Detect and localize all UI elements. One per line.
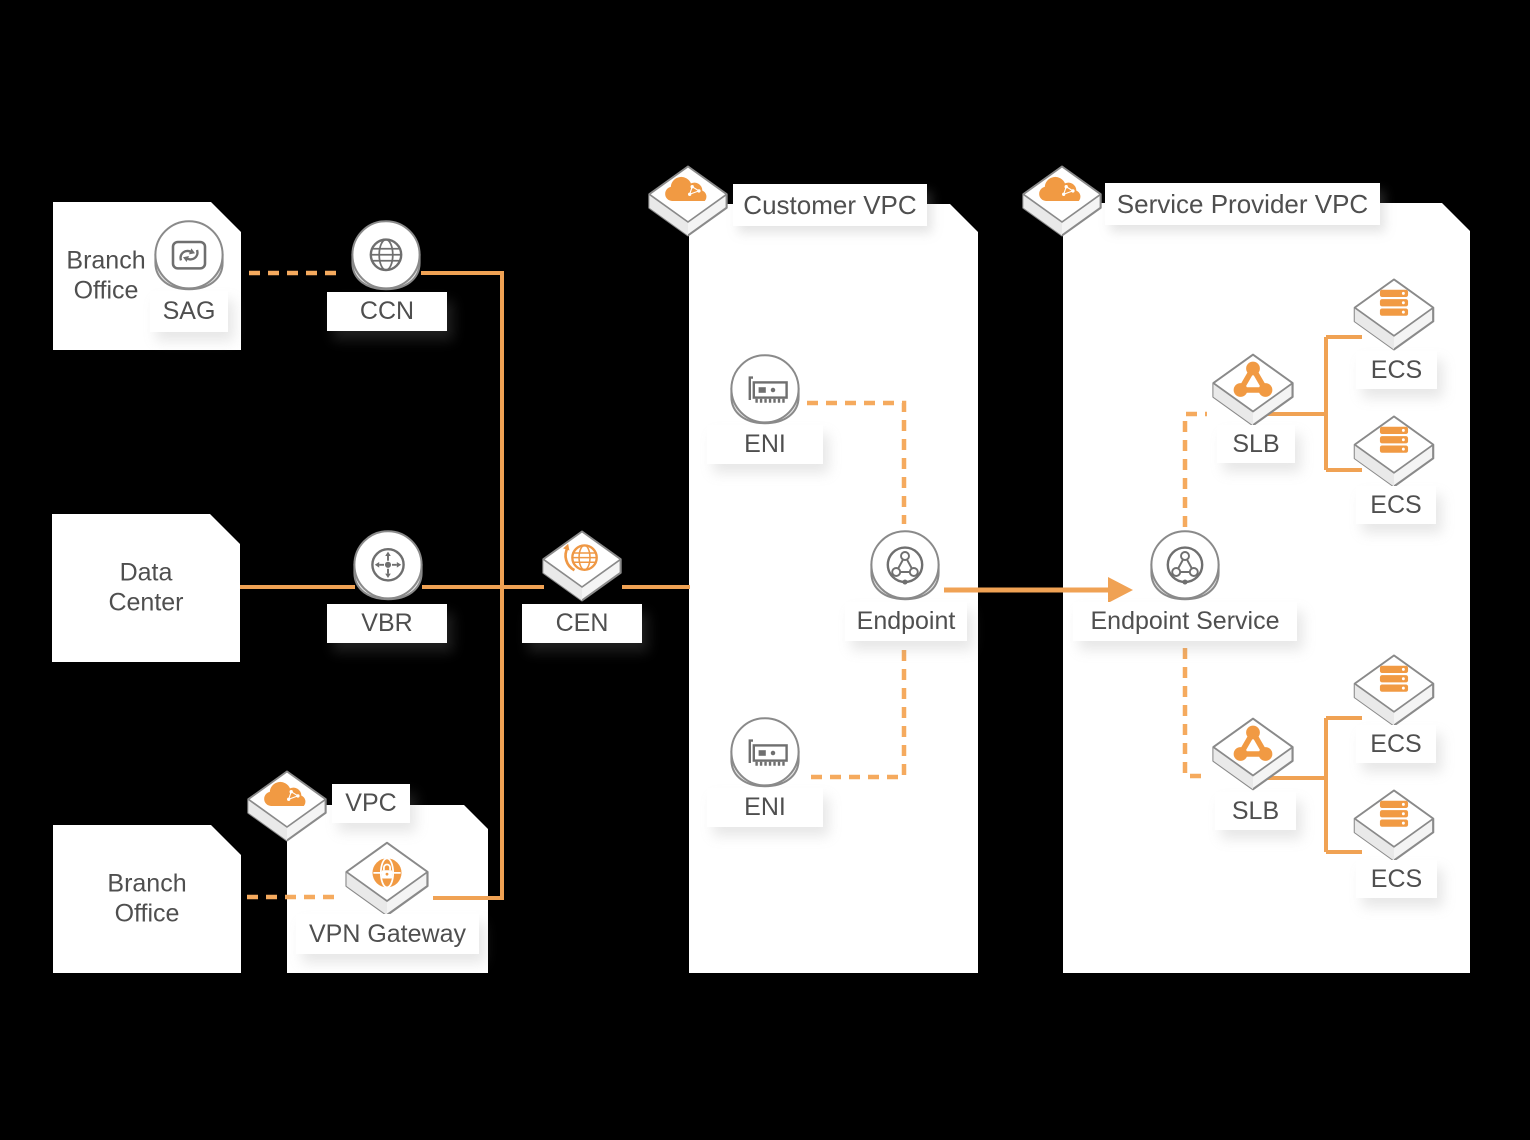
ccn-to-vpngateway-line <box>421 271 504 900</box>
sag-icon <box>154 220 224 291</box>
endpoint-icon <box>870 530 940 601</box>
vpc-small-cloud-cube-icon <box>247 770 327 842</box>
ecs-top-2-cube-icon <box>1353 415 1435 488</box>
service-provider-vpc-title: Service Provider VPC <box>1105 183 1380 225</box>
ecs-bottom-1-label: ECS <box>1356 725 1436 763</box>
eni-top-network-card-icon <box>730 354 800 425</box>
ecs-bottom-1-cube-icon <box>1353 654 1435 727</box>
ecs-bottom-2-label: ECS <box>1356 860 1437 898</box>
ecs-top-1-label: ECS <box>1356 351 1437 389</box>
customer-vpc-cloud-cube-icon <box>648 165 728 237</box>
site-label: Branch Office <box>107 869 187 927</box>
vbr-label: VBR <box>327 604 447 643</box>
ecs-top-1-cube-icon <box>1353 278 1435 351</box>
endpoint-service-icon <box>1150 530 1220 601</box>
ccn-globe-icon <box>351 220 421 291</box>
slb-bottom-cube-icon <box>1212 717 1294 791</box>
site-label: Data Center <box>108 558 184 616</box>
vbr-router-icon <box>353 530 423 601</box>
vpc-small-label: VPC <box>332 784 410 823</box>
site-data-center: Data Center <box>52 514 240 662</box>
eni-top-label: ENI <box>707 425 823 464</box>
eni-bottom-label: ENI <box>707 788 823 827</box>
ecs-top-2-label: ECS <box>1356 486 1436 524</box>
cen-cube-icon <box>542 530 622 602</box>
service-provider-vpc-cloud-cube-icon <box>1022 165 1102 237</box>
endpoint-label: Endpoint <box>845 602 967 641</box>
slb-top-cube-icon <box>1212 353 1294 427</box>
ccn-label: CCN <box>327 292 447 331</box>
cen-label: CEN <box>522 604 642 643</box>
ecs-bottom-2-cube-icon <box>1353 789 1435 862</box>
eni-bottom-network-card-icon <box>730 717 800 788</box>
vpn-gateway-label: VPN Gateway <box>296 914 479 954</box>
customer-vpc-title: Customer VPC <box>733 184 927 226</box>
sag-label: SAG <box>150 291 228 332</box>
endpoint-service-label: Endpoint Service <box>1073 602 1297 641</box>
slb-bottom-label: SLB <box>1215 792 1296 830</box>
vpn-gateway-cube-icon <box>345 841 429 917</box>
slb-top-label: SLB <box>1217 425 1295 463</box>
site-label: Branch Office <box>66 246 146 304</box>
site-branch-office-bottom: Branch Office <box>53 825 241 973</box>
